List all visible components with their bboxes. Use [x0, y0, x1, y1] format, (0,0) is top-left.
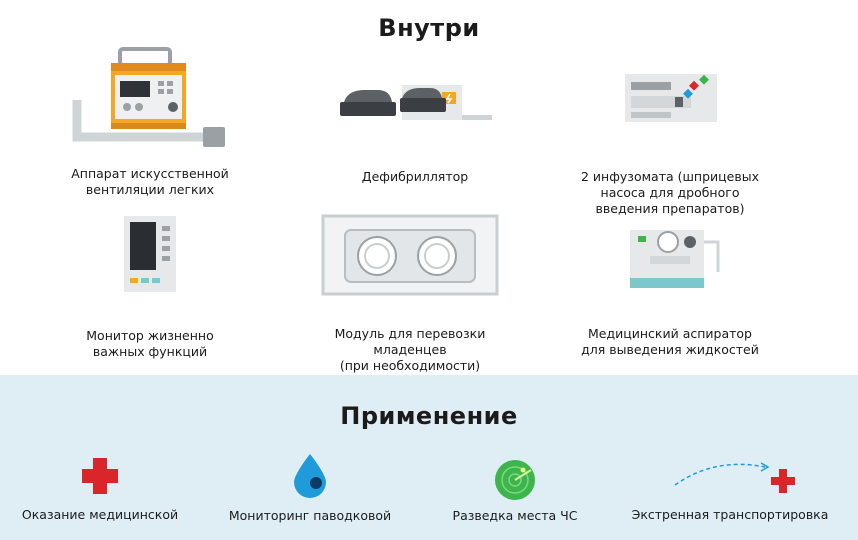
usage-transport: Экстренная транспортировка	[610, 455, 850, 523]
usage-label: Оказание медицинской	[21, 507, 179, 522]
defibrillator-icon	[340, 85, 492, 120]
usage-flood-monitoring: Мониторинг паводковой	[210, 452, 410, 524]
medical-cross-icon	[82, 458, 118, 494]
infant-transport-icon	[321, 214, 499, 296]
usage-panel	[0, 375, 858, 540]
water-drop-icon	[294, 454, 326, 498]
usage-label: Разведка места ЧС	[452, 508, 578, 523]
usage-medical-aid: Оказание медицинской	[5, 455, 195, 523]
transport-route-icon	[674, 462, 795, 493]
section-title-inside: Внутри	[378, 14, 480, 42]
section-title-usage: Применение	[340, 402, 518, 430]
infusion-pump-icon	[625, 74, 717, 122]
aspirator-icon	[630, 230, 720, 288]
item-label: Дефибриллятор	[361, 169, 469, 184]
usage-label: Экстренная транспортировка	[631, 507, 829, 522]
ventilator-icon	[72, 47, 225, 147]
vital-monitor-icon	[124, 216, 176, 292]
usage-label: Мониторинг паводковой	[228, 508, 392, 523]
usage-recon: Разведка места ЧС	[420, 458, 610, 524]
radar-icon	[495, 460, 535, 500]
item-defibrillator: Дефибриллятор	[325, 60, 505, 201]
